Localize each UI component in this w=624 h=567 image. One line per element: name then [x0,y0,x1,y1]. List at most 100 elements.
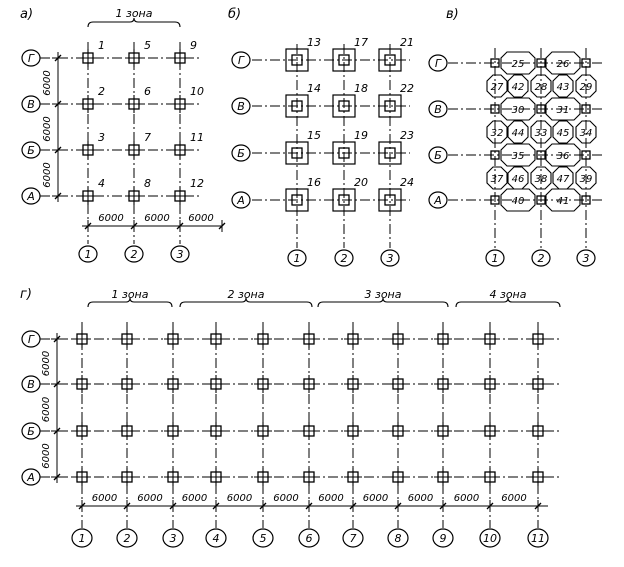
row-bubble-А [21,187,41,205]
dim-tick [54,100,62,108]
col-bubble-3 [162,528,184,548]
footing-number: 13 [307,36,321,49]
col-bubble-3-label: 3 [387,252,394,265]
col-bubble-9-label: 9 [440,532,447,545]
col-bubble-2 [116,528,138,548]
row-bubble-А-label: А [26,190,35,203]
zone-label-1: 1 зона [111,288,148,301]
col-bubble-8-label: 8 [395,532,402,545]
dim-tick [53,473,61,481]
col-bubble-11 [527,528,549,548]
cell-number: 31 [557,105,570,116]
dim-tick [534,502,542,510]
panel-label: г) [20,287,32,302]
col-dimension: 6000 [92,493,117,504]
row-bubble-Б [231,144,251,162]
col-dimension: 6000 [98,213,123,224]
col-dimension: 6000 [137,493,162,504]
dim-tick [169,502,177,510]
footing-number: 19 [354,129,368,142]
column-footing [536,195,546,205]
cell-outline [507,120,529,144]
col-bubble-1-label: 1 [79,532,86,545]
col-dimension: 6000 [408,493,433,504]
column-footing [338,100,350,112]
row-bubble-А-label: А [433,194,442,207]
cell-number: 41 [557,196,570,207]
row-bubble-Г-label: Г [435,57,442,70]
col-bubble-1 [78,245,98,263]
col-bubble-4 [205,528,227,548]
dim-tick [130,222,138,230]
cell-number: 45 [557,128,570,139]
col-bubble-1 [71,528,93,548]
col-bubble-3 [380,249,400,267]
column-footing [581,58,591,68]
panel-label: в) [446,7,459,22]
zone-brace [87,17,181,28]
row-bubble-В [231,97,251,115]
column-footing [536,150,546,160]
cell-number: 32 [491,128,504,139]
col-dimension: 6000 [501,493,526,504]
foundation-outline [332,141,356,165]
column-footing [490,195,500,205]
cell-number: 34 [580,128,593,139]
cell-number: 33 [535,128,548,139]
cell-outline [575,74,597,98]
cell-number: 47 [557,174,570,185]
footing-number: 5 [144,39,151,52]
col-dimension: 6000 [182,493,207,504]
cell-outline [575,166,597,190]
row-bubble-А-label: А [26,471,35,484]
cell-outline [507,74,529,98]
row-bubble-Г [428,54,448,72]
row-bubble-Г-label: Г [238,54,245,67]
row-bubble-В [21,375,41,393]
column-footing [338,147,350,159]
footing-number: 14 [307,82,321,95]
column-footing [384,100,396,112]
cell-outline [545,143,581,167]
dim-tick [439,502,447,510]
foundation-outline [378,94,402,118]
zone-brace-4 [455,297,561,308]
dim-tick [54,146,62,154]
column-footing [581,150,591,160]
row-dimension: 6000 [41,397,52,422]
row-bubble-Б-label: Б [27,425,35,438]
panel-label: а) [20,7,33,22]
footing-number: 8 [144,177,151,190]
dim-tick [78,502,86,510]
dim-tick [54,192,62,200]
foundation-outline [378,141,402,165]
cell-outline [545,97,581,121]
col-dimension: 6000 [454,493,479,504]
col-bubble-3-label: 3 [177,248,184,261]
footing-number: 22 [400,82,414,95]
footing-number: 2 [98,85,105,98]
dim-tick [53,380,61,388]
cell-outline [545,188,581,212]
row-bubble-Г-label: Г [28,333,35,346]
footing-number: 6 [144,85,151,98]
col-bubble-2-label: 2 [538,252,545,265]
col-bubble-3 [576,249,596,267]
cell-outline [575,120,597,144]
column-footing [291,54,303,66]
row-bubble-Б [21,141,41,159]
dim-tick [84,222,92,230]
dim-tick [212,502,220,510]
cell-number: 37 [491,174,504,185]
cell-number: 25 [512,59,525,70]
footing-number: 7 [144,131,151,144]
foundation-outline [285,94,309,118]
foundation-outline [285,141,309,165]
row-bubble-Г-label: Г [28,52,35,65]
footing-number: 18 [354,82,368,95]
footing-number: 24 [400,176,414,189]
row-bubble-Б-label: Б [27,144,35,157]
